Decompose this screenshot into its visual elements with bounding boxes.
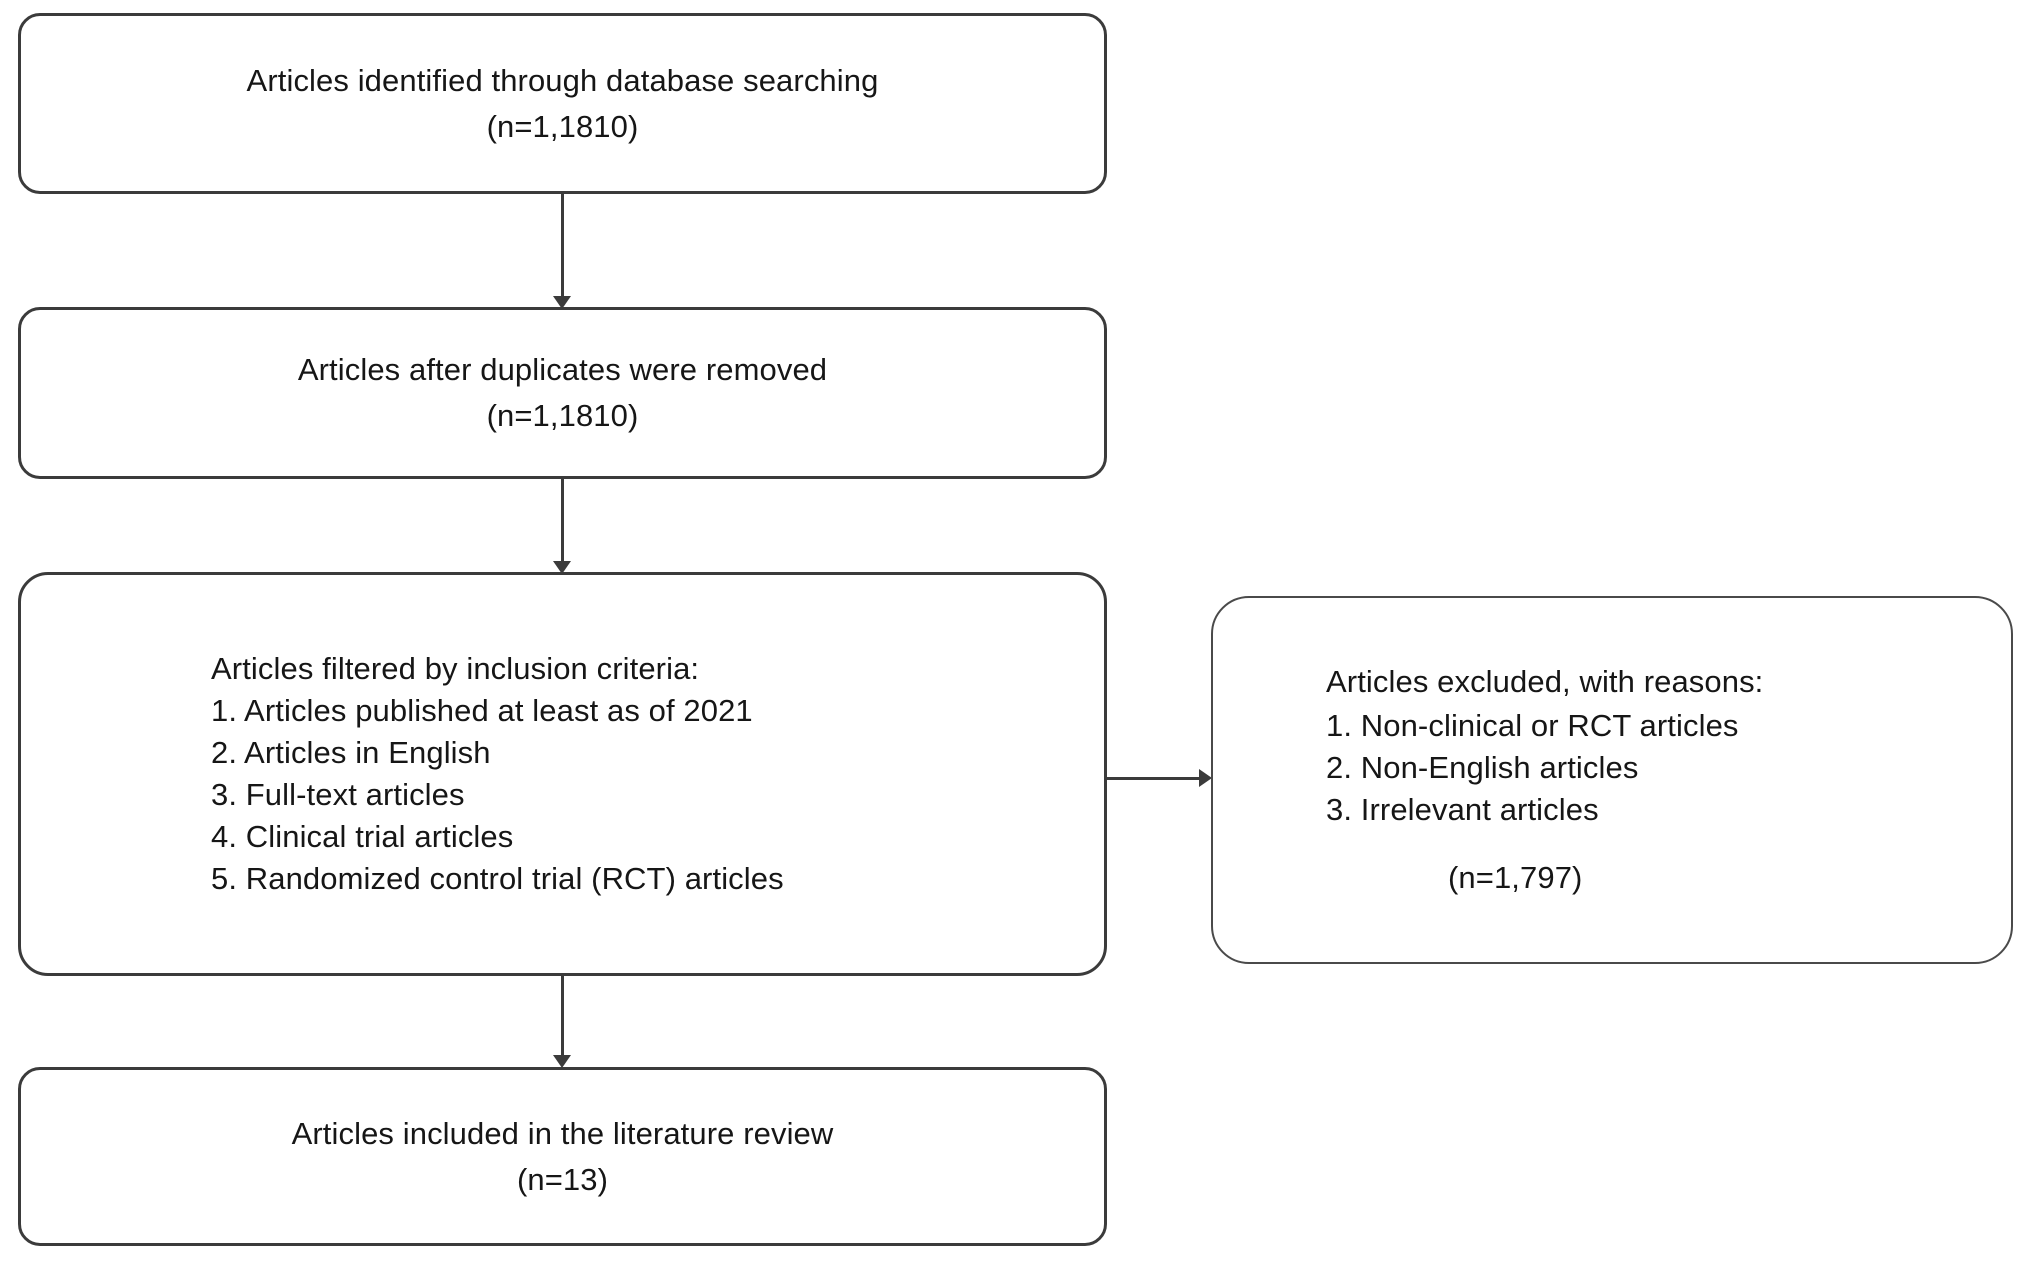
inclusion-criteria-item: 1. Articles published at least as of 202… (211, 693, 753, 728)
inclusion-criteria-item: 4. Clinical trial articles (211, 819, 514, 854)
exclusion-reason-item: 2. Non-English articles (1326, 750, 1639, 785)
box-articles-excluded-content: Articles excluded, with reasons: 1. Non-… (1213, 661, 2032, 899)
box-articles-included: Articles included in the literature revi… (18, 1067, 1107, 1246)
box-articles-after-duplicates-count: (n=1,1810) (486, 398, 639, 433)
arrow-right-icon-filtered-to-excluded (1199, 769, 1212, 787)
box-articles-after-duplicates-content: Articles after duplicates were removed (… (21, 347, 1104, 439)
inclusion-criteria-item: 2. Articles in English (211, 735, 491, 770)
box-articles-identified-title: Articles identified through database sea… (246, 62, 879, 98)
box-articles-filtered: Articles filtered by inclusion criteria:… (18, 572, 1107, 976)
box-articles-filtered-content: Articles filtered by inclusion criteria:… (21, 648, 1294, 900)
box-articles-included-content: Articles included in the literature revi… (21, 1111, 1104, 1203)
arrow-down-icon-deduplicated-to-filtered (553, 561, 571, 574)
inclusion-criteria-item: 5. Randomized control trial (RCT) articl… (211, 861, 784, 896)
arrow-down-icon-filtered-to-included (553, 1055, 571, 1068)
box-articles-identified-count: (n=1,1810) (486, 108, 639, 144)
box-articles-identified-content: Articles identified through database sea… (21, 58, 1104, 150)
box-articles-excluded: Articles excluded, with reasons: 1. Non-… (1211, 596, 2013, 964)
exclusion-reason-item: 3. Irrelevant articles (1326, 792, 1599, 827)
box-articles-included-count: (n=13) (516, 1161, 609, 1197)
box-articles-excluded-count: (n=1,797) (1448, 860, 1583, 895)
arrow-down-icon-identified-to-deduplicated (553, 296, 571, 309)
box-articles-included-title: Articles included in the literature revi… (291, 1115, 834, 1151)
connector-filtered-to-excluded (1107, 777, 1204, 780)
box-articles-filtered-heading: Articles filtered by inclusion criteria: (211, 651, 700, 686)
box-articles-identified: Articles identified through database sea… (18, 13, 1107, 194)
box-articles-after-duplicates: Articles after duplicates were removed (… (18, 307, 1107, 479)
connector-filtered-to-included (561, 975, 564, 1060)
connector-identified-to-deduplicated (561, 193, 564, 301)
inclusion-criteria-item: 3. Full-text articles (211, 777, 465, 812)
connector-deduplicated-to-filtered (561, 478, 564, 566)
exclusion-reason-item: 1. Non-clinical or RCT articles (1326, 708, 1739, 743)
box-articles-after-duplicates-title: Articles after duplicates were removed (297, 352, 828, 387)
box-articles-excluded-heading: Articles excluded, with reasons: (1326, 664, 1764, 699)
